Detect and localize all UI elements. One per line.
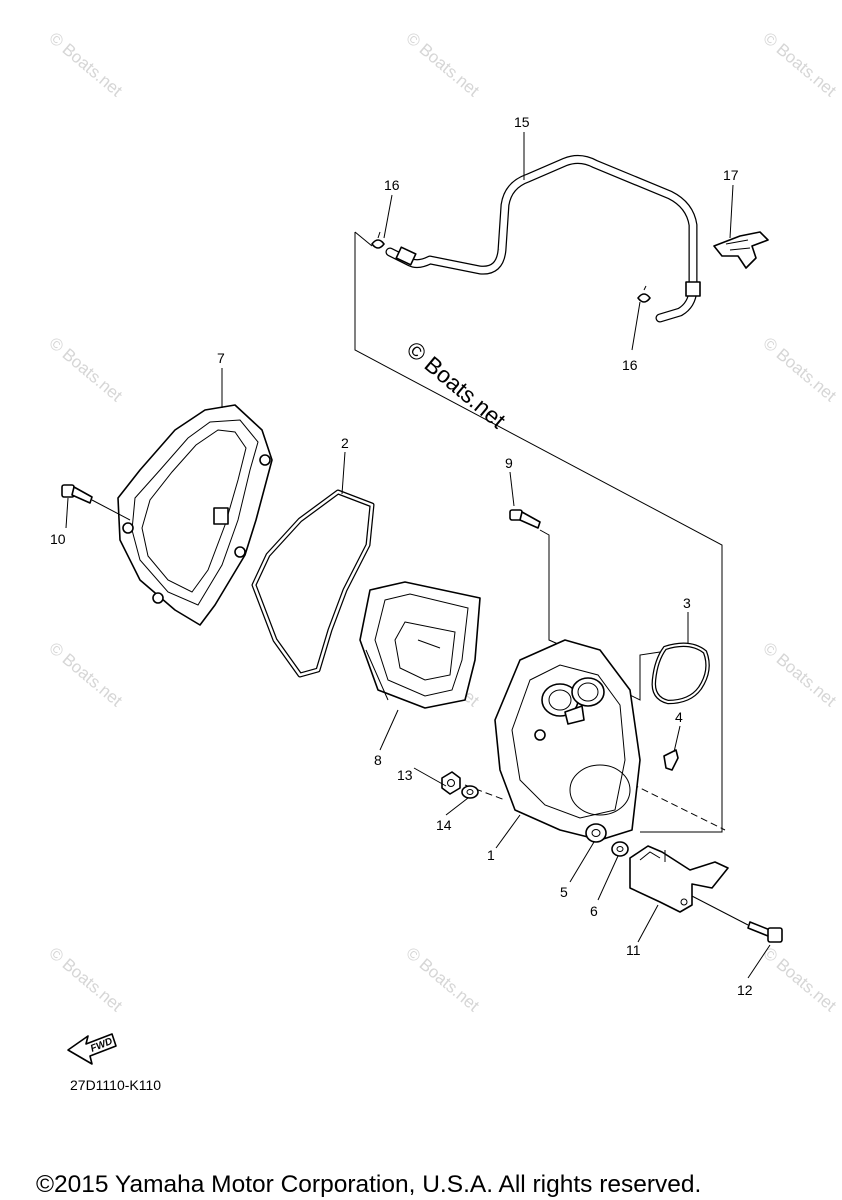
hose-clip-upper <box>371 231 385 249</box>
hose-clamp <box>713 231 769 269</box>
nut-13 <box>441 771 461 795</box>
callout-4: 4 <box>675 709 683 725</box>
grommet-5 <box>585 823 607 843</box>
callout-3: 3 <box>683 595 691 611</box>
cover-gasket <box>251 489 375 678</box>
diagram-code: 27D1110-K110 <box>70 1077 161 1093</box>
leader-lines <box>65 132 771 979</box>
callout-1: 1 <box>487 847 495 863</box>
callout-9: 9 <box>505 455 513 471</box>
callout-14: 14 <box>436 817 452 833</box>
callout-16-upper: 16 <box>384 177 400 193</box>
watermark: © Boats.net <box>45 334 126 406</box>
watermark: © Boats.net <box>45 944 126 1016</box>
fwd-arrow: FWD <box>67 1033 117 1065</box>
watermark: © Boats.net <box>45 639 126 711</box>
callout-2: 2 <box>341 435 349 451</box>
watermark-center: © Boats.net <box>402 336 511 434</box>
callouts: 15 16 17 16 7 2 9 10 3 4 8 13 14 1 5 6 1… <box>50 114 753 998</box>
copyright-notice: ©2015 Yamaha Motor Corporation, U.S.A. A… <box>36 1171 701 1198</box>
watermark: © Boats.net <box>759 334 840 406</box>
callout-8: 8 <box>374 752 382 768</box>
oring <box>651 642 710 705</box>
breather-hose <box>385 154 701 323</box>
air-filter-cover <box>117 404 273 626</box>
callout-5: 5 <box>560 884 568 900</box>
bolt-10 <box>61 484 131 521</box>
bolt-12 <box>689 894 783 943</box>
collar-6 <box>611 841 629 857</box>
air-filter-case <box>494 639 641 841</box>
callout-10: 10 <box>50 531 66 547</box>
washer-14 <box>461 785 479 799</box>
callout-12: 12 <box>737 982 753 998</box>
air-filter-element <box>359 581 481 709</box>
case-clip <box>663 749 679 771</box>
watermark: © Boats.net <box>402 944 483 1016</box>
callout-16-lower: 16 <box>622 357 638 373</box>
watermark: © Boats.net <box>45 29 126 101</box>
hose-clip-lower <box>637 285 651 303</box>
watermark: © Boats.net <box>759 944 840 1016</box>
watermark: © Boats.net <box>759 639 840 711</box>
callout-7: 7 <box>217 350 225 366</box>
bracket-11 <box>629 845 729 913</box>
watermark: © Boats.net <box>402 29 483 101</box>
callout-15: 15 <box>514 114 530 130</box>
callout-13: 13 <box>397 767 413 783</box>
bolt-9 <box>509 509 541 529</box>
callout-11: 11 <box>626 942 641 958</box>
callout-17: 17 <box>723 167 739 183</box>
watermark: © Boats.net <box>759 29 840 101</box>
callout-6: 6 <box>590 903 598 919</box>
